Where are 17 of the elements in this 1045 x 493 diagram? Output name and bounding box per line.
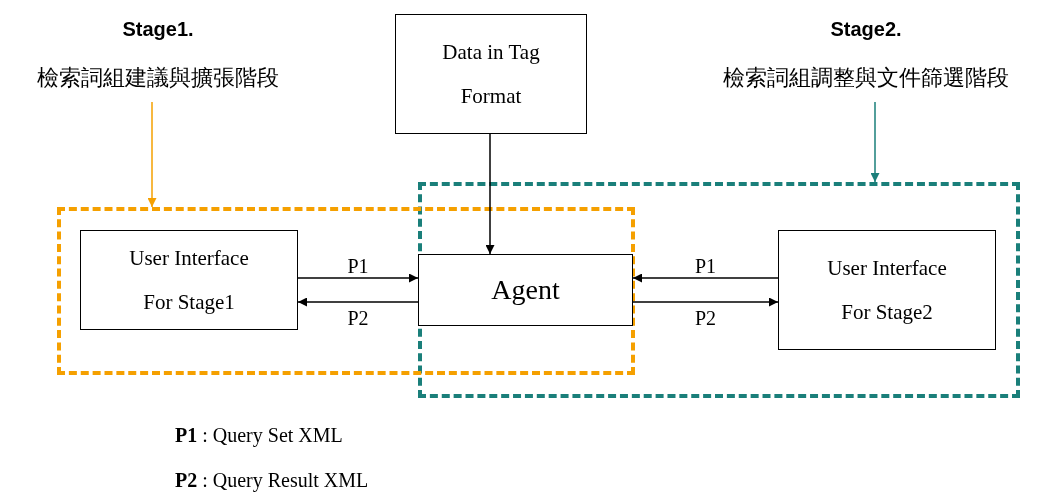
process-box: Data in Tag Format	[395, 14, 587, 134]
arrow	[632, 297, 779, 307]
arrow	[297, 297, 419, 307]
stage-title: Stage2.	[830, 18, 902, 41]
legend-note: P1 : Query Set XML	[175, 424, 343, 447]
arrow	[632, 273, 779, 283]
arrow	[870, 101, 880, 183]
process-box: User Interface For Stage1	[80, 230, 298, 330]
stage-title: Stage1.	[122, 18, 194, 41]
stage-description: 檢索詞組調整與文件篩選階段	[723, 64, 1009, 92]
arrow	[485, 133, 495, 255]
arrow	[147, 101, 157, 208]
agent-box: Agent	[418, 254, 633, 326]
process-box: User Interface For Stage2	[778, 230, 996, 350]
stage-description: 檢索詞組建議與擴張階段	[37, 64, 279, 92]
legend-note: P2 : Query Result XML	[175, 469, 369, 492]
arrow	[297, 273, 419, 283]
